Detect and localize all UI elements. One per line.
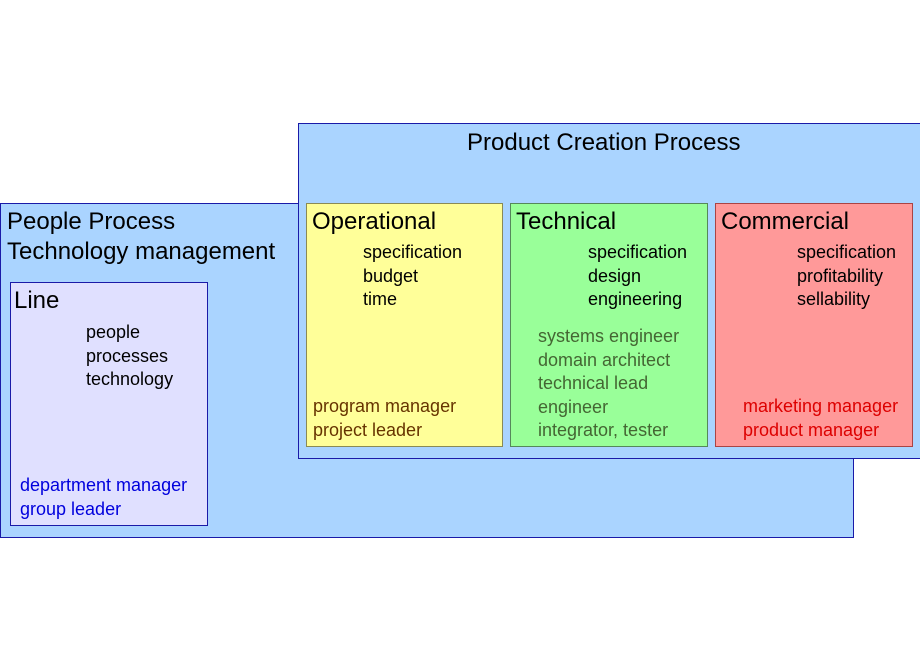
technical-role: integrator, tester: [538, 420, 669, 440]
operational-items: specification budget time: [363, 241, 462, 312]
operational-role: program manager: [313, 396, 457, 416]
commercial-items: specification profitability sellability: [797, 241, 896, 312]
commercial-item: sellability: [797, 289, 871, 309]
operational-box: Operational specification budget time pr…: [306, 203, 503, 447]
line-item: technology: [86, 369, 174, 389]
commercial-roles: marketing manager product manager: [743, 395, 898, 442]
operational-title: Operational: [312, 208, 437, 235]
commercial-item: specification: [797, 242, 897, 262]
people-process-title-line2: Technology management: [7, 238, 276, 265]
operational-item: specification: [363, 242, 463, 262]
line-items: people processes technology: [86, 321, 173, 392]
operational-item: budget: [363, 265, 419, 286]
operational-role: project leader: [313, 419, 423, 440]
line-role: department manager: [20, 475, 188, 495]
technical-role: engineer: [538, 396, 609, 417]
operational-roles: program manager project leader: [313, 395, 456, 442]
line-role: group leader: [20, 498, 122, 519]
line-box: Line people processes technology departm…: [10, 282, 208, 526]
product-creation-process-title: Product Creation Process: [467, 129, 741, 156]
technical-item: engineering: [588, 289, 683, 309]
technical-item: design: [588, 265, 642, 286]
operational-item: time: [363, 289, 398, 309]
people-process-title: People Process Technology management: [7, 207, 275, 267]
technical-roles: systems engineer domain architect techni…: [538, 325, 679, 443]
commercial-title: Commercial: [721, 208, 850, 235]
commercial-role: marketing manager: [743, 396, 899, 416]
people-process-title-line1: People Process: [7, 208, 176, 235]
commercial-role: product manager: [743, 419, 880, 440]
technical-item: specification: [588, 242, 688, 262]
line-roles: department manager group leader: [20, 474, 187, 521]
technical-box: Technical specification design engineeri…: [510, 203, 708, 447]
technical-role: systems engineer: [538, 326, 680, 346]
commercial-item: profitability: [797, 265, 884, 286]
technical-role: domain architect: [538, 349, 671, 370]
technical-role: technical lead: [538, 373, 649, 393]
technical-title: Technical: [516, 208, 617, 235]
line-title: Line: [14, 287, 60, 314]
technical-items: specification design engineering: [588, 241, 687, 312]
line-item: processes: [86, 345, 169, 366]
commercial-box: Commercial specification profitability s…: [715, 203, 913, 447]
line-item: people: [86, 322, 141, 342]
